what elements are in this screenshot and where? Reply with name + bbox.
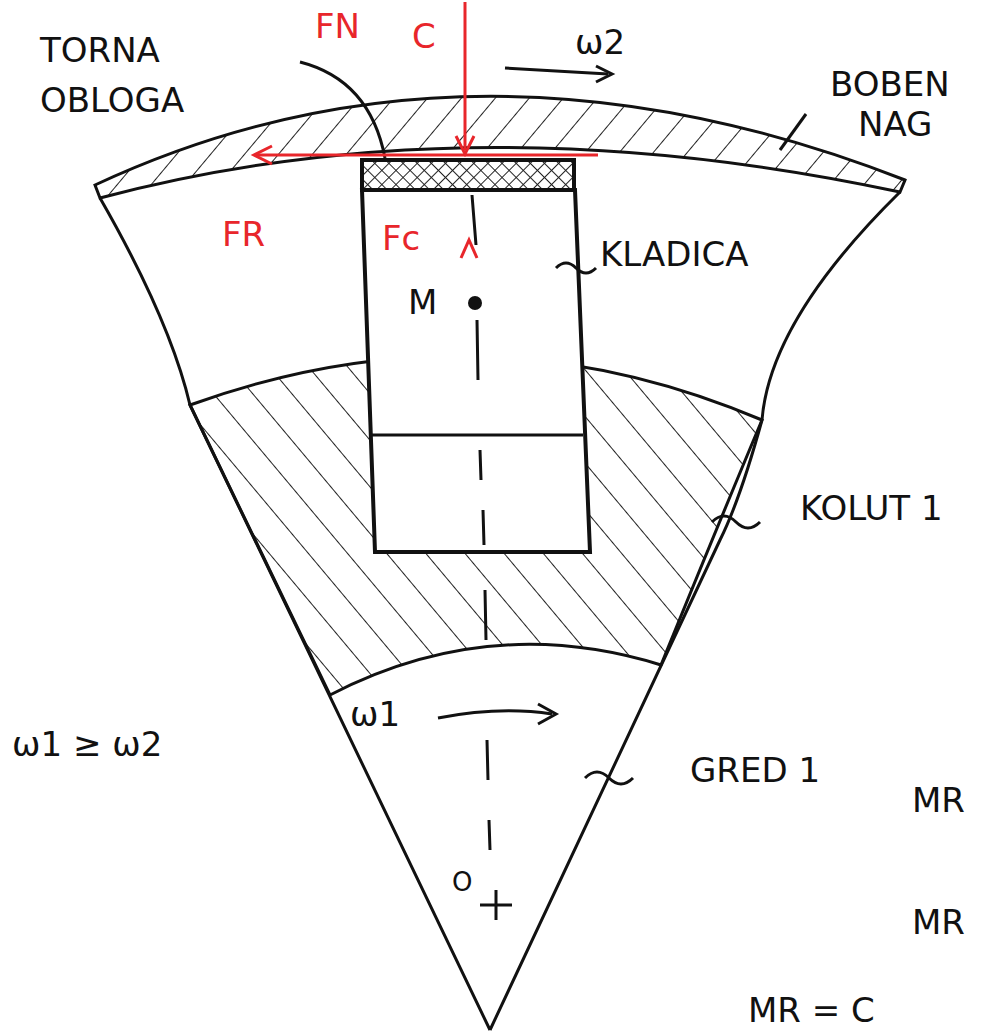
annotation-label: KOLUT 1	[800, 486, 943, 530]
force-arrow	[464, 2, 467, 150]
annotation-label: C	[412, 14, 436, 58]
leader-line	[585, 772, 633, 784]
annotation-label: ω2	[575, 20, 625, 64]
leader-line	[300, 62, 385, 158]
rotation-arrow	[505, 68, 608, 74]
center-line	[472, 195, 490, 850]
annotation-label: TORNA OBLOGA	[40, 25, 240, 125]
annotation-label: BOBEN	[830, 62, 950, 106]
friction-lining	[362, 160, 574, 190]
annotation-label: ω1	[350, 692, 400, 736]
annotation-label: MR = C	[748, 988, 875, 1032]
force-arrow	[461, 240, 477, 258]
annotation-label: FR	[222, 212, 265, 256]
force-arrow	[256, 154, 598, 157]
annotation-label: O	[452, 866, 472, 900]
drum-band	[95, 96, 905, 198]
annotation-label: Fc	[382, 216, 420, 260]
arrow-head	[254, 146, 272, 164]
leader-line	[780, 114, 806, 150]
annotation-label: ω1 ≥ ω2	[12, 722, 162, 766]
shoe-box: M	[362, 190, 580, 435]
annotation-label: NAG	[858, 102, 932, 146]
rotation-arrow	[438, 711, 552, 718]
mass-point	[468, 296, 482, 310]
annotation-label: MR	[912, 778, 965, 822]
leader-line	[712, 516, 760, 528]
annotation-label: FN	[315, 4, 360, 48]
arrow-head	[456, 136, 474, 154]
arrow-head	[538, 704, 556, 724]
leader-line	[556, 263, 596, 273]
annotation-label: MR	[912, 900, 965, 944]
annotation-label: GRED 1	[690, 748, 820, 792]
mass-label: M	[408, 282, 437, 322]
arrow-head	[596, 66, 612, 82]
annotation-label: KLADICA	[600, 232, 748, 276]
shoe-divider	[370, 434, 583, 437]
center-mark	[480, 890, 512, 920]
